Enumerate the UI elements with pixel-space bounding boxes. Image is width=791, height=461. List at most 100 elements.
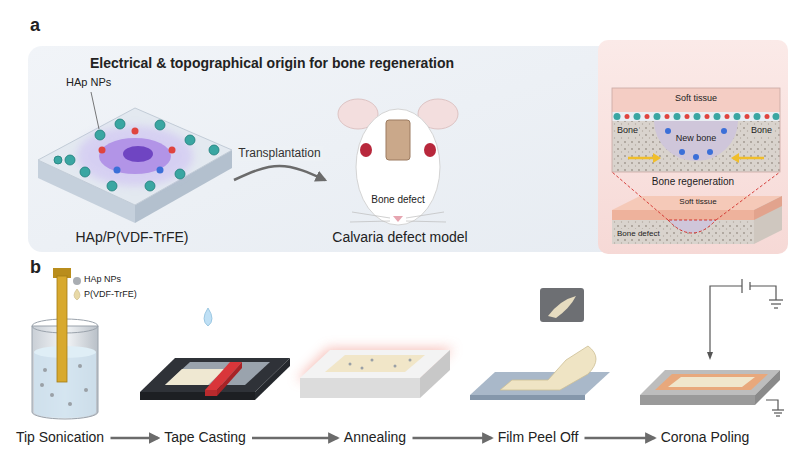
zoom-tissue xyxy=(654,113,661,120)
corona-poling xyxy=(766,400,778,410)
zoom-tissue xyxy=(654,121,738,161)
zoom-tissue xyxy=(694,113,701,120)
mouse-model: Calvaria defect model xyxy=(325,80,475,248)
zoom-guide xyxy=(612,172,780,220)
zoom-tissue xyxy=(614,113,621,120)
process-step-text: Tip Sonication xyxy=(16,429,104,447)
annealing-plate xyxy=(420,350,450,398)
label-holder: Bone defect xyxy=(370,194,425,207)
panel-letter: b xyxy=(30,256,41,279)
figure-label: Soft tissue xyxy=(678,197,717,207)
corona-poling xyxy=(709,300,710,352)
figure-label: HAp NPs xyxy=(84,274,121,285)
peel-off xyxy=(500,346,596,390)
zoom-tissue xyxy=(725,114,730,119)
mouse-head xyxy=(350,221,390,222)
film-illustration xyxy=(145,181,155,191)
film-illustration xyxy=(38,108,232,223)
process-step: Tip Sonication xyxy=(10,427,111,449)
zoom-tissue xyxy=(773,113,780,120)
corona-poling xyxy=(769,299,783,300)
figure-label: HAp NPs xyxy=(66,76,111,90)
film-illustration xyxy=(54,119,219,191)
mouse-head xyxy=(393,216,403,222)
annealing-plate xyxy=(361,367,364,370)
tape-casting xyxy=(140,392,255,400)
film-illustration xyxy=(80,167,90,177)
film-illustration xyxy=(99,128,176,154)
corona-poling xyxy=(776,415,780,416)
film-illustration xyxy=(95,130,105,140)
zoom-tissue xyxy=(745,114,750,119)
zoom-tissue xyxy=(707,149,713,155)
process-step-text: Corona Poling xyxy=(661,429,750,447)
zoom-tissue xyxy=(612,88,780,172)
zoom-tissue xyxy=(705,114,710,119)
tape-casting xyxy=(205,390,217,396)
film-illustration xyxy=(157,167,164,174)
label-holder: P(VDF-TrFE) xyxy=(84,289,137,300)
zoom-tissue xyxy=(625,114,770,119)
zoom-tissue xyxy=(645,114,650,119)
annealing-plate xyxy=(325,355,425,372)
peel-off xyxy=(470,395,585,400)
film-illustration xyxy=(132,128,139,135)
sample-film-text: HAp/P(VDF-TrFE) xyxy=(75,229,188,247)
zoom-tissue xyxy=(665,114,670,119)
sonication-beaker xyxy=(84,388,88,392)
zoom-panel-ground xyxy=(598,40,788,254)
corona-poling xyxy=(774,307,778,308)
tissue-block xyxy=(612,220,754,244)
mouse-head xyxy=(386,120,410,160)
sample-film: HAp/P(VDF-TrFE) xyxy=(30,100,234,248)
film-illustration xyxy=(185,135,195,145)
zoom-tissue xyxy=(679,149,685,155)
corona-poling xyxy=(772,409,784,410)
label-holder: Soft tissue xyxy=(674,93,718,104)
leader-line xyxy=(91,92,99,129)
mouse-head xyxy=(352,212,390,218)
film-illustration xyxy=(77,126,193,186)
zoom-tissue xyxy=(765,114,770,119)
sonication-beaker xyxy=(78,364,82,368)
process-step-text: Annealing xyxy=(344,429,406,447)
figure-label: New bone xyxy=(675,133,718,144)
zoom-panel-ground xyxy=(598,40,788,254)
corona-poling xyxy=(774,412,782,413)
mouse-head xyxy=(338,99,458,225)
annealing-plate xyxy=(349,359,412,370)
yellow-arrow xyxy=(738,157,764,160)
zoom-tissue xyxy=(612,112,780,121)
zoom-tissue xyxy=(674,113,681,120)
mouse-head xyxy=(406,212,444,218)
annealing-plate xyxy=(409,359,412,362)
zoom-tissue xyxy=(612,88,780,172)
label-holder: New bone xyxy=(675,133,718,144)
film-illustration xyxy=(155,120,165,130)
tissue-block xyxy=(612,196,782,210)
tape-casting xyxy=(204,308,212,326)
process-step-text: Film Peel Off xyxy=(498,429,579,447)
flow-arrow xyxy=(252,437,338,440)
yellow-arrow xyxy=(628,153,764,163)
zoom-tissue xyxy=(734,113,741,120)
corona-poling xyxy=(749,282,750,290)
zoom-tissue xyxy=(612,121,780,172)
film-illustration xyxy=(107,181,117,191)
flow-arrow xyxy=(111,437,159,440)
mouse-head xyxy=(406,221,446,222)
corona-poling xyxy=(710,279,784,416)
peel-off xyxy=(540,288,584,322)
corona-poling xyxy=(655,374,768,390)
sonication-beaker xyxy=(57,276,67,382)
zoom-tissue xyxy=(714,113,721,120)
zoom-panel-text: Bone regeneration xyxy=(652,176,734,189)
film-illustration xyxy=(65,155,75,165)
annealing-plate xyxy=(371,359,374,362)
flow-arrow xyxy=(234,166,325,180)
tissue-block xyxy=(668,220,716,233)
film-illustration xyxy=(123,146,153,162)
label-holder: HAp NPs xyxy=(84,274,121,285)
zoom-tissue xyxy=(665,128,671,134)
